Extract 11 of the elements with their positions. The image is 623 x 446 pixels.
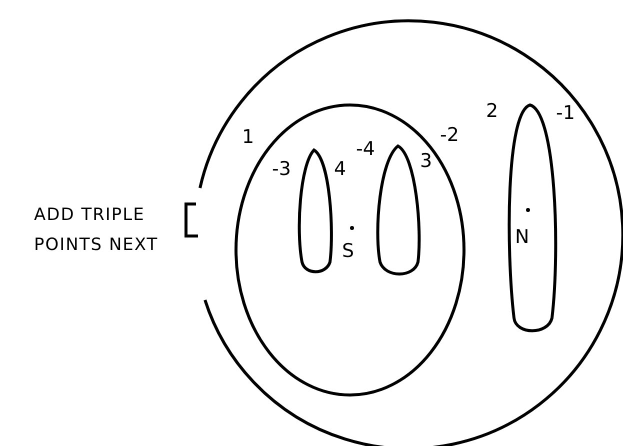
handwritten-note: ADD TRIPLE POINTS NEXT (34, 204, 160, 257)
contour-value: N (515, 226, 530, 248)
contour-value: -1 (556, 102, 575, 124)
contour-value: -3 (272, 158, 291, 180)
contour-value: -2 (440, 124, 459, 146)
contour-value: 1 (242, 126, 254, 148)
contour-value: 4 (334, 158, 346, 180)
contour-value: S (342, 240, 354, 262)
contour-value: 2 (486, 100, 498, 122)
contour-value: -4 (356, 138, 375, 160)
contour-value: 3 (420, 150, 432, 172)
